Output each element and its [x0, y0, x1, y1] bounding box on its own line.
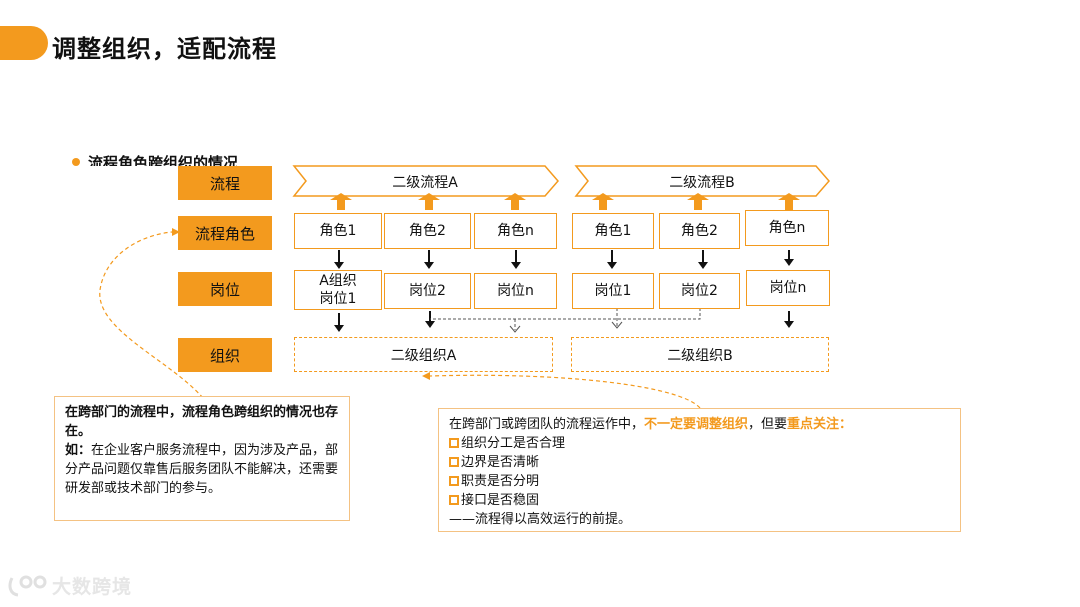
down-arrow-icon — [784, 259, 794, 266]
down-arrow-icon — [424, 262, 434, 269]
up-arrow-icon — [330, 193, 352, 210]
note-left-example-text: 在企业客户服务流程中，因为涉及产品，部分产品问题仅靠售后服务团队不能解决，还需要… — [65, 443, 339, 496]
role-box: 角色1 — [294, 213, 382, 249]
post-box: 岗位1 — [572, 273, 654, 309]
row-label-post: 岗位 — [178, 272, 272, 306]
checkbox-square-icon — [449, 476, 459, 486]
process-a-label: 二级流程A — [392, 175, 458, 191]
up-arrow-icon — [592, 193, 614, 210]
org-b-box: 二级组织B — [571, 337, 829, 372]
post-box: 岗位2 — [384, 273, 471, 309]
down-arrow-icon — [425, 321, 435, 328]
page-title: 调整组织，适配流程 — [52, 35, 277, 63]
checklist-item: 接口是否稳固 — [449, 491, 950, 510]
row-label-process: 流程 — [178, 166, 272, 200]
process-a-chevron — [292, 165, 559, 197]
post-box: 岗位2 — [659, 273, 740, 309]
post-box: 岗位n — [746, 270, 830, 306]
down-arrow-icon — [511, 262, 521, 269]
up-arrow-icon — [778, 193, 800, 210]
role-box: 角色n — [745, 210, 829, 246]
checklist-item-text: 职责是否分明 — [461, 474, 540, 489]
down-arrow-icon — [334, 262, 344, 269]
note-right-mid: ，但要 — [748, 417, 788, 432]
post-box: A组织 岗位1 — [294, 270, 382, 310]
note-left-example: 如：在企业客户服务流程中，因为涉及产品，部分产品问题仅靠售后服务团队不能解决，还… — [65, 441, 339, 498]
watermark-text: 大数跨境 — [52, 576, 133, 598]
up-arrow-icon — [687, 193, 709, 210]
row-label-org: 组织 — [178, 338, 272, 372]
role-box: 角色1 — [572, 213, 654, 249]
checkbox-square-icon — [449, 495, 459, 505]
callout-curve-right — [429, 374, 701, 409]
up-arrow-icon — [504, 193, 526, 210]
watermark: 大数跨境 — [8, 572, 132, 599]
checklist-item-text: 组织分工是否合理 — [461, 436, 566, 451]
bullet-dot — [72, 158, 80, 166]
note-right-highlight-2: 重点关注： — [787, 417, 853, 432]
callout-curve-left — [99, 231, 204, 399]
process-b-label: 二级流程B — [669, 175, 735, 191]
cross-org-connector — [430, 308, 701, 320]
checklist-item-text: 接口是否稳固 — [461, 493, 540, 508]
note-right-intro: 在跨部门或跨团队的流程运作中， — [449, 417, 645, 432]
note-right-intro-line: 在跨部门或跨团队的流程运作中，不一定要调整组织，但要重点关注： — [449, 415, 950, 434]
note-left-example-label: 如： — [65, 443, 92, 458]
checklist-item: 职责是否分明 — [449, 472, 950, 491]
down-arrow-icon — [334, 325, 344, 332]
note-right: 在跨部门或跨团队的流程运作中，不一定要调整组织，但要重点关注： 组织分工是否合理… — [438, 408, 961, 532]
checkbox-square-icon — [449, 457, 459, 467]
checklist-item-text: 边界是否清晰 — [461, 455, 540, 470]
down-arrow-icon — [698, 262, 708, 269]
checklist-item: 边界是否清晰 — [449, 453, 950, 472]
note-right-highlight-1: 不一定要调整组织 — [644, 417, 749, 432]
role-box: 角色2 — [659, 213, 740, 249]
row-label-role: 流程角色 — [178, 216, 272, 250]
note-left: 在跨部门的流程中，流程角色跨组织的情况也存在。 如：在企业客户服务流程中，因为涉… — [54, 396, 350, 521]
checkbox-square-icon — [449, 438, 459, 448]
checklist-item: 组织分工是否合理 — [449, 434, 950, 453]
down-arrow-icon — [784, 321, 794, 328]
note-left-heading: 在跨部门的流程中，流程角色跨组织的情况也存在。 — [65, 405, 339, 439]
role-box: 角色n — [474, 213, 557, 249]
title-accent-bar — [0, 26, 48, 60]
bullet-heading: 流程角色跨组织的情况 — [88, 154, 239, 166]
org-a-box: 二级组织A — [294, 337, 553, 372]
process-b-chevron — [574, 165, 830, 197]
post-box: 岗位n — [474, 273, 557, 309]
role-box: 角色2 — [384, 213, 471, 249]
note-right-footer: ——流程得以高效运行的前提。 — [449, 512, 632, 527]
down-arrow-icon — [607, 262, 617, 269]
watermark-logo-icon — [8, 575, 47, 597]
up-arrow-icon — [418, 193, 440, 210]
